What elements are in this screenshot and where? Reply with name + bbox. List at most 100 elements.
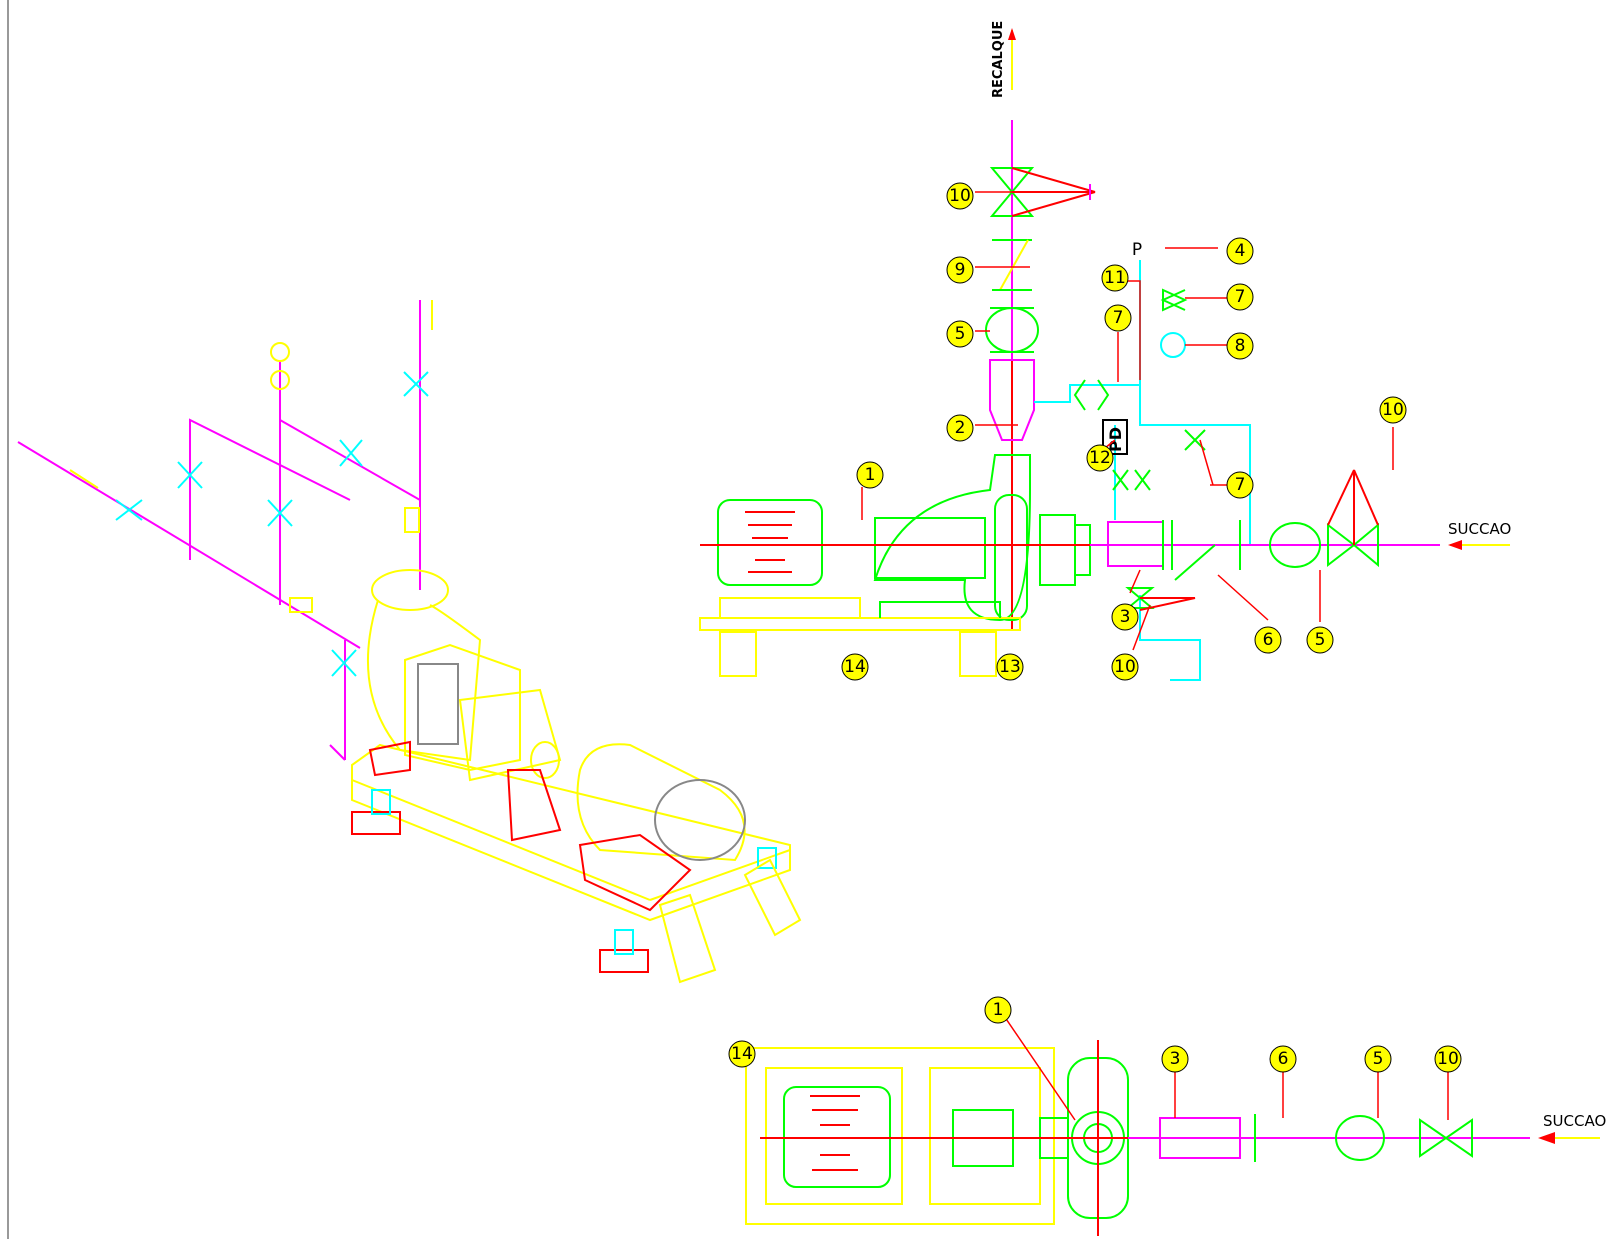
svg-text:5: 5	[1315, 630, 1326, 650]
svg-text:5: 5	[1373, 1049, 1384, 1069]
balloon-plan-10: 10	[1434, 1045, 1462, 1073]
iso-motor-end	[654, 779, 746, 861]
balloon-13: 13	[996, 653, 1024, 681]
svg-text:4: 4	[1235, 241, 1246, 261]
plan-gate-valve	[1419, 1118, 1448, 1158]
iso-base-edge	[649, 849, 791, 901]
plan-gate-valve	[1444, 1118, 1473, 1158]
svg-text:14: 14	[844, 657, 866, 677]
svg-text:6: 6	[1278, 1049, 1289, 1069]
svg-text:11: 11	[1104, 268, 1126, 288]
iso-flex-joint	[404, 507, 420, 533]
plan-expansion-joint	[1335, 1115, 1385, 1161]
succao-label-plan: SUCCAO	[1543, 1112, 1606, 1130]
balloon-9: 9	[946, 256, 974, 284]
balloon-plan-14: 14	[728, 1040, 756, 1068]
svg-text:3: 3	[1170, 1049, 1181, 1069]
iso-base-edge	[351, 779, 651, 901]
balloon-2: 2	[946, 414, 974, 442]
elevation-view: RECALQUE P PD	[699, 21, 1511, 681]
spring-mount	[959, 631, 997, 677]
recalque-arrowhead	[1008, 28, 1016, 40]
svg-text:10: 10	[1382, 400, 1404, 420]
valve-handwheel-leader	[1011, 191, 1096, 217]
iso-motor-support	[578, 833, 692, 912]
balloon-10-low: 10	[1111, 653, 1139, 681]
svg-text:10: 10	[1437, 1049, 1459, 1069]
iso-valve	[267, 499, 293, 527]
pump-impeller	[994, 494, 1028, 621]
svg-text:10: 10	[949, 186, 971, 206]
balloon-12: 12	[1086, 444, 1114, 472]
balloon-10-top: 10	[946, 182, 974, 210]
needle-valve	[1073, 379, 1110, 411]
iso-gauge	[270, 342, 290, 362]
bearing-frame	[874, 517, 986, 579]
iso-valve	[177, 461, 203, 489]
iso-coupling	[530, 741, 560, 779]
balloon-7-c: 7	[1226, 471, 1254, 499]
balloon-11: 11	[1101, 264, 1129, 292]
iso-spring	[757, 847, 777, 869]
drain-valve	[1125, 587, 1155, 600]
iso-flow-arrow	[69, 469, 99, 489]
iso-pump-casing	[367, 599, 482, 762]
svg-text:5: 5	[955, 324, 966, 344]
svg-text:12: 12	[1089, 448, 1111, 468]
svg-text:9: 9	[955, 260, 966, 280]
y-strainer	[1174, 544, 1216, 581]
item-balloons: 10 9 5 2 1 4 7 11 7 8 12 7 10 3 6 5 10 1…	[728, 182, 1462, 1073]
base-plate	[699, 617, 1021, 631]
iso-pump-flange	[371, 569, 449, 611]
valve-handwheel-leader	[1353, 469, 1379, 526]
valve-handwheel-leader	[1011, 167, 1096, 193]
drain-valve	[1125, 596, 1155, 609]
svg-text:13: 13	[999, 657, 1021, 677]
balloon-7-b: 7	[1104, 304, 1132, 332]
iso-gauge	[270, 370, 290, 390]
svg-text:7: 7	[1235, 475, 1246, 495]
iso-drain-end	[329, 744, 346, 761]
motor-base	[719, 597, 861, 619]
needle-valve	[1112, 469, 1151, 491]
succao-arrowhead	[1448, 540, 1462, 550]
svg-text:6: 6	[1263, 630, 1274, 650]
balloon-plan-5: 5	[1364, 1045, 1392, 1073]
iso-spring-pad	[351, 811, 401, 835]
iso-flex-joint	[289, 597, 313, 613]
pump-volute	[873, 454, 1031, 622]
expansion-joint-suction	[1269, 522, 1321, 568]
suction-flange	[1074, 524, 1091, 576]
iso-valve	[331, 649, 357, 677]
balloon-plan-3: 3	[1161, 1045, 1189, 1073]
svg-text:8: 8	[1235, 336, 1246, 356]
iso-bypass-pipe	[189, 418, 351, 560]
balloon-14: 14	[841, 653, 869, 681]
balloon-3: 3	[1111, 603, 1139, 631]
plan-view: SUCCAO	[745, 1040, 1606, 1236]
iso-pump-foot	[368, 740, 411, 777]
plan-reducer	[1159, 1117, 1241, 1159]
iso-spring	[614, 929, 634, 955]
iso-cross-pipe	[279, 419, 421, 501]
suction-nozzle	[1039, 514, 1076, 586]
needle-valve	[1160, 288, 1188, 312]
iso-valve	[403, 371, 429, 397]
motor-body	[717, 499, 823, 586]
iso-bracket	[658, 893, 717, 984]
recalque-label: RECALQUE	[991, 21, 1006, 98]
balloon-4: 4	[1226, 237, 1254, 265]
pd-label: PD	[1106, 427, 1125, 452]
balloon-5-top: 5	[946, 320, 974, 348]
pd-instrument	[1102, 419, 1128, 455]
svg-text:3: 3	[1120, 607, 1131, 627]
balloon-plan-1: 1	[984, 996, 1012, 1024]
iso-base-plate	[351, 743, 791, 922]
iso-valve	[339, 439, 363, 467]
svg-text:14: 14	[731, 1044, 753, 1064]
iso-valve	[115, 499, 143, 521]
iso-pedestal	[506, 769, 562, 842]
svg-text:1: 1	[865, 465, 876, 485]
